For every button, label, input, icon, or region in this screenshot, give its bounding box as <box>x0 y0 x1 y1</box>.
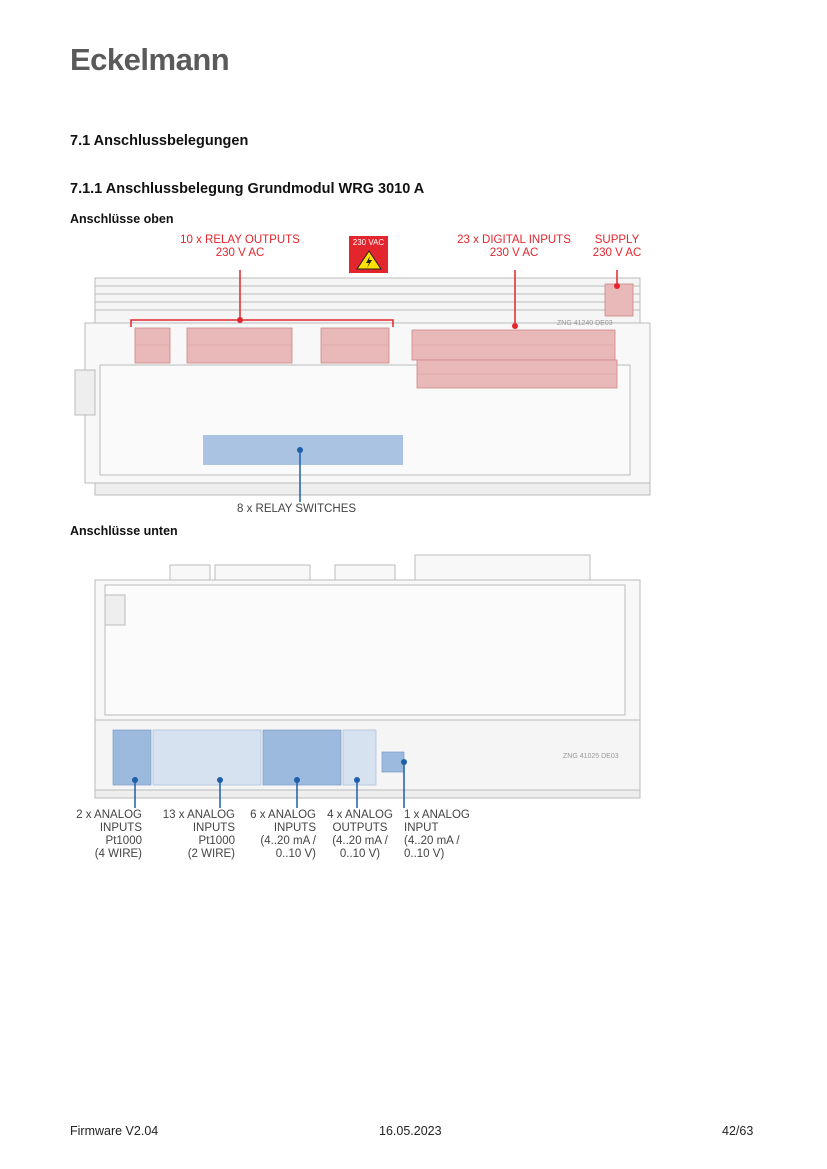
top-part-number: ZNG 41240 DE03 <box>557 320 613 327</box>
top-connections-heading: Anschlüsse oben <box>70 212 174 226</box>
relay-switches-label: 8 x RELAY SWITCHES <box>237 503 357 515</box>
subsection-heading: 7.1.1 Anschlussbelegung Grundmodul WRG 3… <box>70 181 425 197</box>
top-device-drawing: ZNG 41240 DE03 <box>74 270 651 502</box>
section-heading: 7.1 Anschlussbelegungen <box>70 133 249 149</box>
footer-firmware: Firmware V2.04 <box>70 1124 159 1138</box>
warning-badge-text: 230 VAC <box>352 238 385 247</box>
bottom-part-number: ZNG 41025 DE03 <box>563 753 619 760</box>
lightning-warning-icon <box>356 250 382 270</box>
footer-date: 16.05.2023 <box>379 1124 442 1138</box>
footer-page-number: 42/63 <box>722 1124 754 1138</box>
eckelmann-logo: Eckelmann <box>70 42 230 77</box>
bottom-connections-heading: Anschlüsse unten <box>70 524 178 538</box>
high-voltage-warning-badge: 230 VAC <box>349 236 388 273</box>
bottom-device-drawing: ZNG 41025 DE03 <box>94 554 641 808</box>
